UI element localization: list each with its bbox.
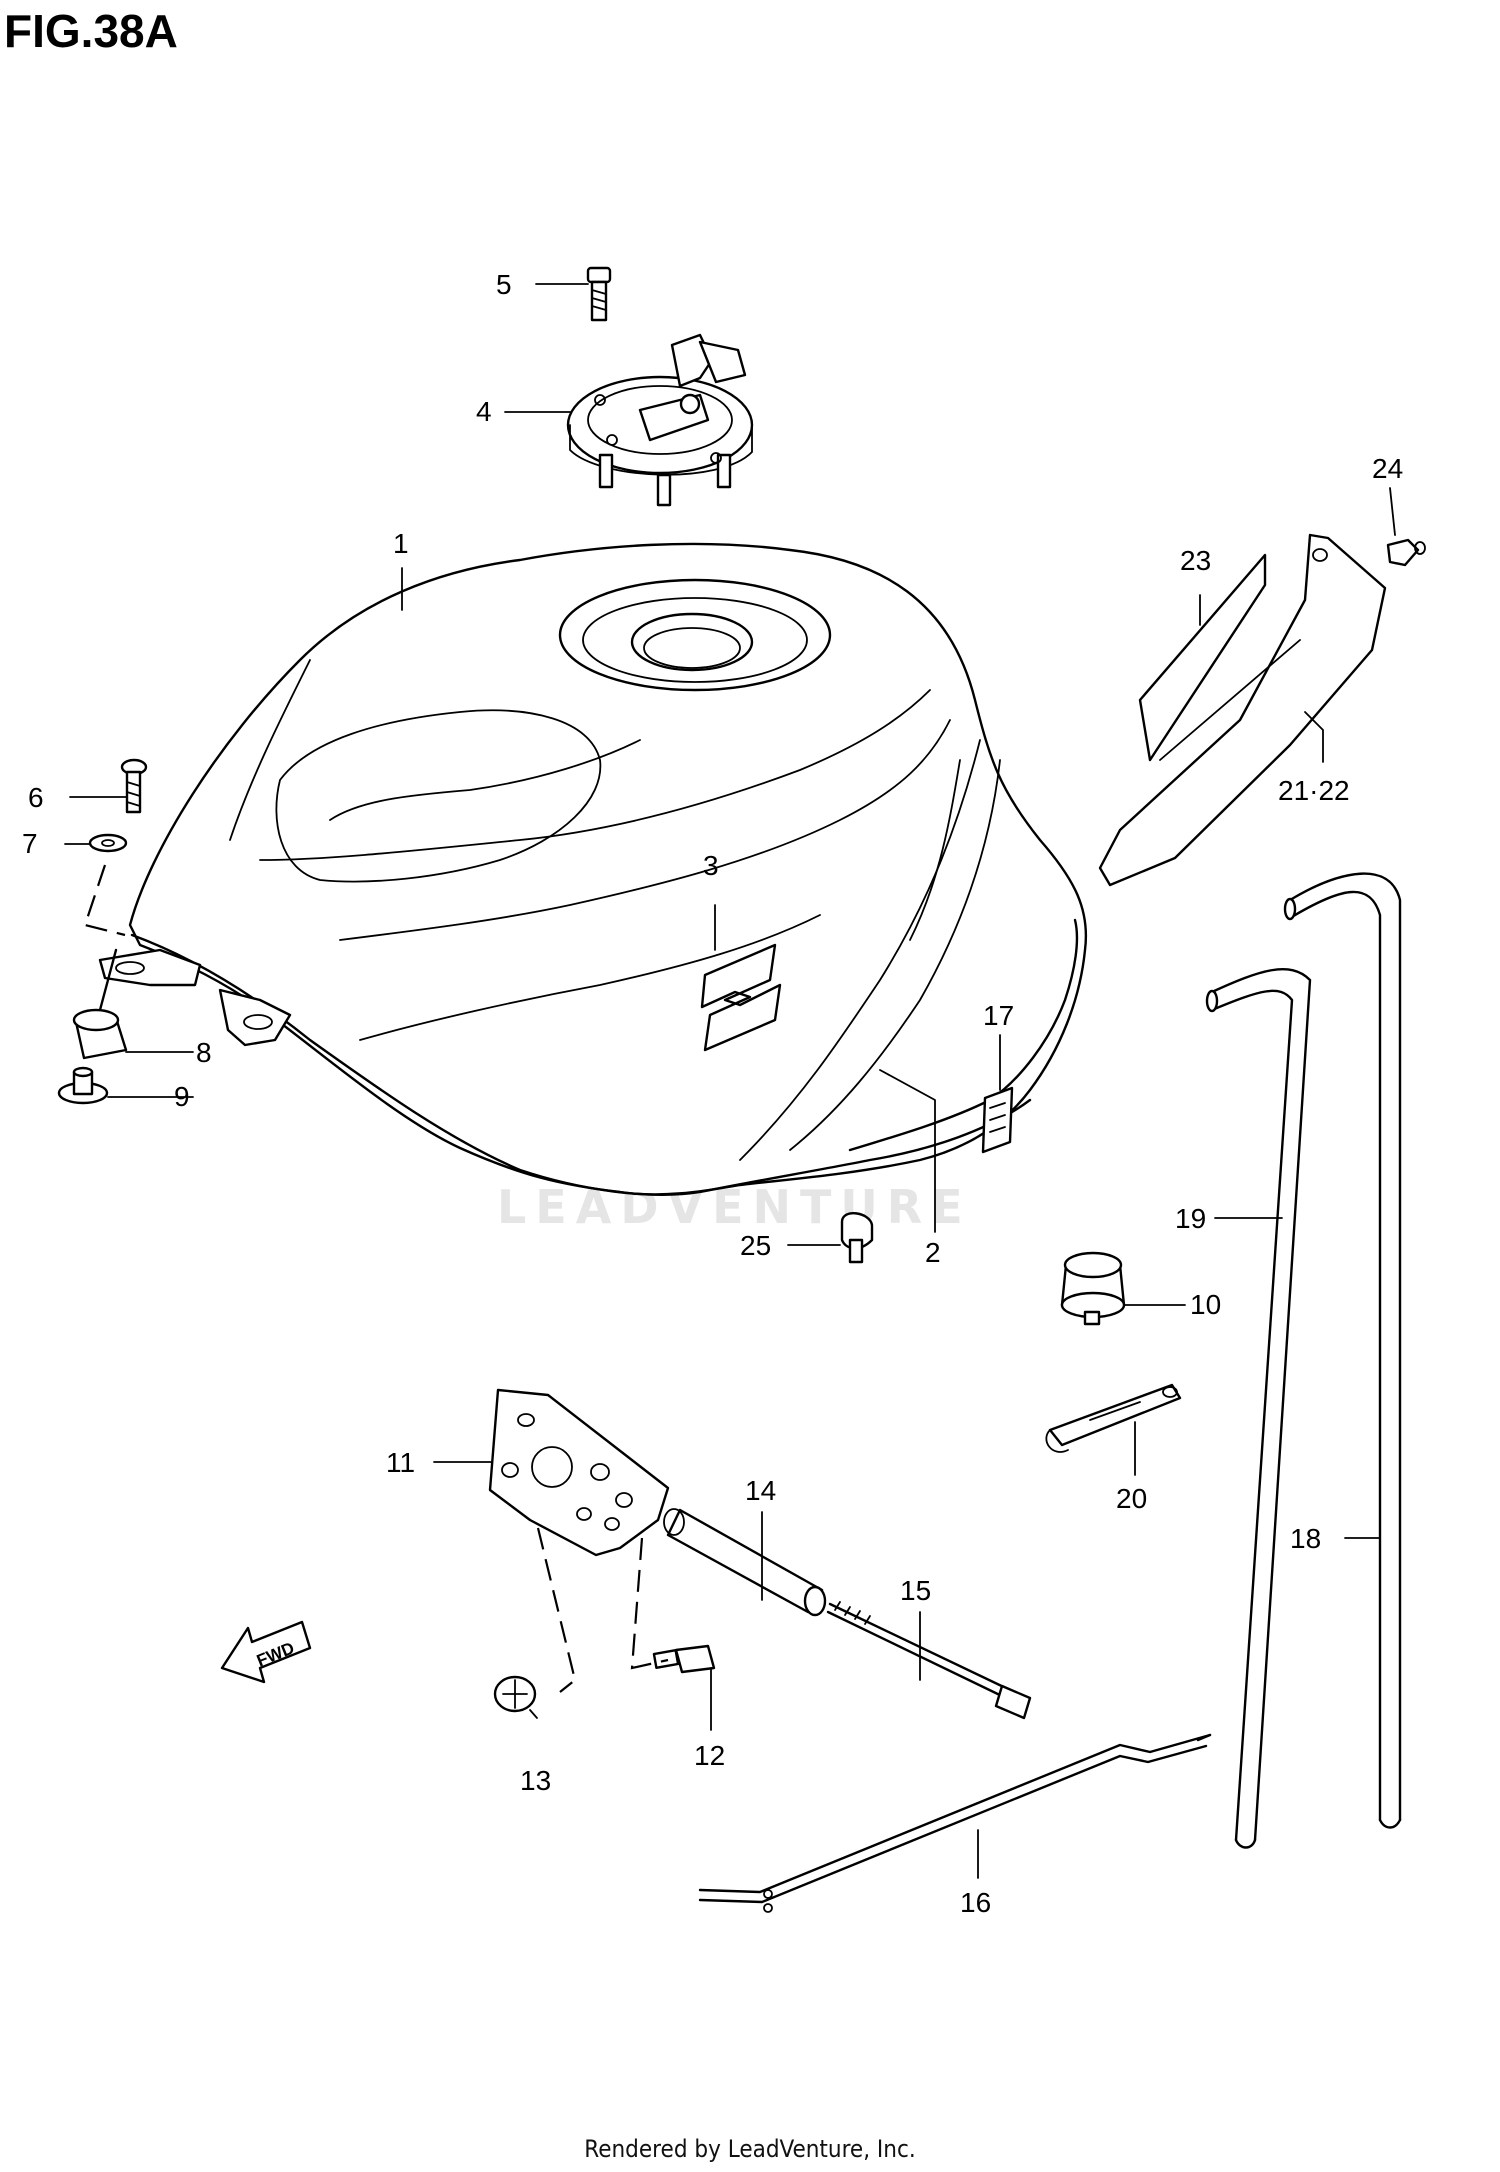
callout-6: 6 [28,782,44,813]
callout-12: 12 [694,1740,725,1771]
cushion-10 [1060,1251,1126,1326]
callout-7: 7 [22,828,38,859]
footer-credit: Rendered by LeadVenture, Inc. [584,2135,916,2163]
collar-9 [57,1066,109,1105]
leader-lines [64,283,1396,1879]
callout-18: 18 [1290,1523,1321,1554]
callout-17: 17 [983,1000,1014,1031]
watermark: LEADVENTURE [497,1180,972,1234]
assembly-line-13 [536,1527,577,1693]
callout-2: 2 [925,1237,941,1268]
figure-title: FIG.38A [4,5,178,57]
callout-13: 13 [520,1765,551,1796]
prop-rod-16 [698,1733,1212,1913]
callout-1: 1 [393,528,409,559]
callout-14: 14 [745,1475,776,1506]
callout-8: 8 [196,1037,212,1068]
callout-10: 10 [1190,1289,1221,1320]
assembly-line-7 [83,864,126,937]
callout-9: 9 [174,1081,190,1112]
clamp-20 [1045,1383,1182,1453]
hose-18 [1283,872,1402,1829]
callout-25: 25 [740,1230,771,1261]
pad-23 [1138,553,1267,762]
callout-3: 3 [703,850,719,881]
assembly-line-12 [630,1537,669,1670]
callout-15: 15 [900,1575,931,1606]
side-cover-21-22 [1098,533,1387,887]
callout-4: 4 [476,396,492,427]
assembly-line-8 [98,948,118,1012]
bolt-12 [652,1644,716,1674]
callout-labels: 1 2 3 4 5 6 7 8 9 10 11 12 13 14 15 16 1… [22,269,1403,1918]
callout-21-22: 21·22 [1278,775,1350,806]
grommet-25 [840,1212,874,1264]
grommet-8 [72,1008,128,1060]
bracket-11 [488,1388,670,1557]
washer-7 [88,833,128,853]
pivot-pipe-14 [663,1508,827,1617]
clip-24 [1386,538,1426,567]
callout-5: 5 [496,269,512,300]
callout-20: 20 [1116,1483,1147,1514]
callout-11: 11 [386,1447,415,1478]
callout-23: 23 [1180,545,1211,576]
bolt-5 [586,266,612,322]
callout-16: 16 [960,1887,991,1918]
cap-13 [493,1675,537,1713]
fwd-arrow: FWD [220,1620,312,1684]
bolt-6 [120,758,148,814]
hose-19 [1205,968,1312,1849]
pivot-bolt-15 [826,1601,1032,1720]
fuel-cap [566,333,754,507]
fuel-tank [98,542,1088,1196]
callout-19: 19 [1175,1203,1206,1234]
callout-24: 24 [1372,453,1403,484]
